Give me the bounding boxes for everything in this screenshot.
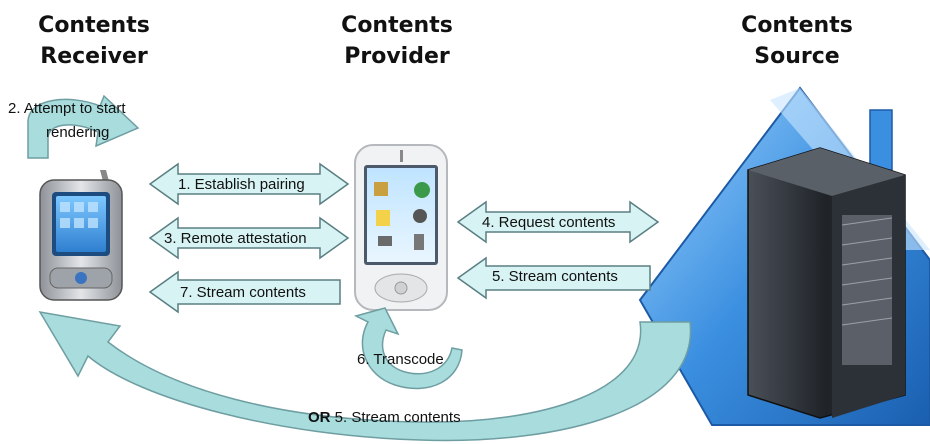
provider-heading: Contents Provider xyxy=(297,10,497,72)
step1-double-arrow xyxy=(148,162,350,206)
step4-label: 4. Request contents xyxy=(482,214,616,231)
step7-label: 7. Stream contents xyxy=(180,284,306,301)
server-icon xyxy=(747,147,906,419)
alt-stream-text: 5. Stream contents xyxy=(330,409,461,426)
receiver-phone-icon xyxy=(39,170,123,301)
step2-label-line1: 2. Attempt to start xyxy=(8,100,126,117)
step2-curved-arrow xyxy=(27,94,140,159)
provider-pda-icon xyxy=(354,144,448,311)
receiver-heading-line1: Contents xyxy=(38,13,150,38)
alt-stream-curved-arrow xyxy=(38,310,692,442)
step5-label: 5. Stream contents xyxy=(492,268,618,285)
alt-stream-label: OR 5. Stream contents xyxy=(308,409,461,426)
provider-heading-line2: Provider xyxy=(344,44,450,69)
step7-left-arrow xyxy=(148,270,341,314)
step6-curved-arrow xyxy=(353,307,463,390)
provider-heading-line1: Contents xyxy=(341,13,453,38)
receiver-heading: Contents Receiver xyxy=(0,10,194,72)
alt-stream-or: OR xyxy=(308,409,331,426)
step3-double-arrow xyxy=(148,216,350,260)
source-heading: Contents Source xyxy=(697,10,897,72)
step1-label: 1. Establish pairing xyxy=(178,176,305,193)
source-heading-line1: Contents xyxy=(741,13,853,38)
step2-label-line2: rendering xyxy=(46,124,110,141)
step5-left-arrow xyxy=(456,256,651,300)
receiver-heading-line2: Receiver xyxy=(40,44,148,69)
step4-double-arrow xyxy=(456,200,660,244)
step3-label: 3. Remote attestation xyxy=(164,230,307,247)
source-heading-line2: Source xyxy=(754,44,840,69)
step6-label: 6. Transcode xyxy=(357,351,444,368)
